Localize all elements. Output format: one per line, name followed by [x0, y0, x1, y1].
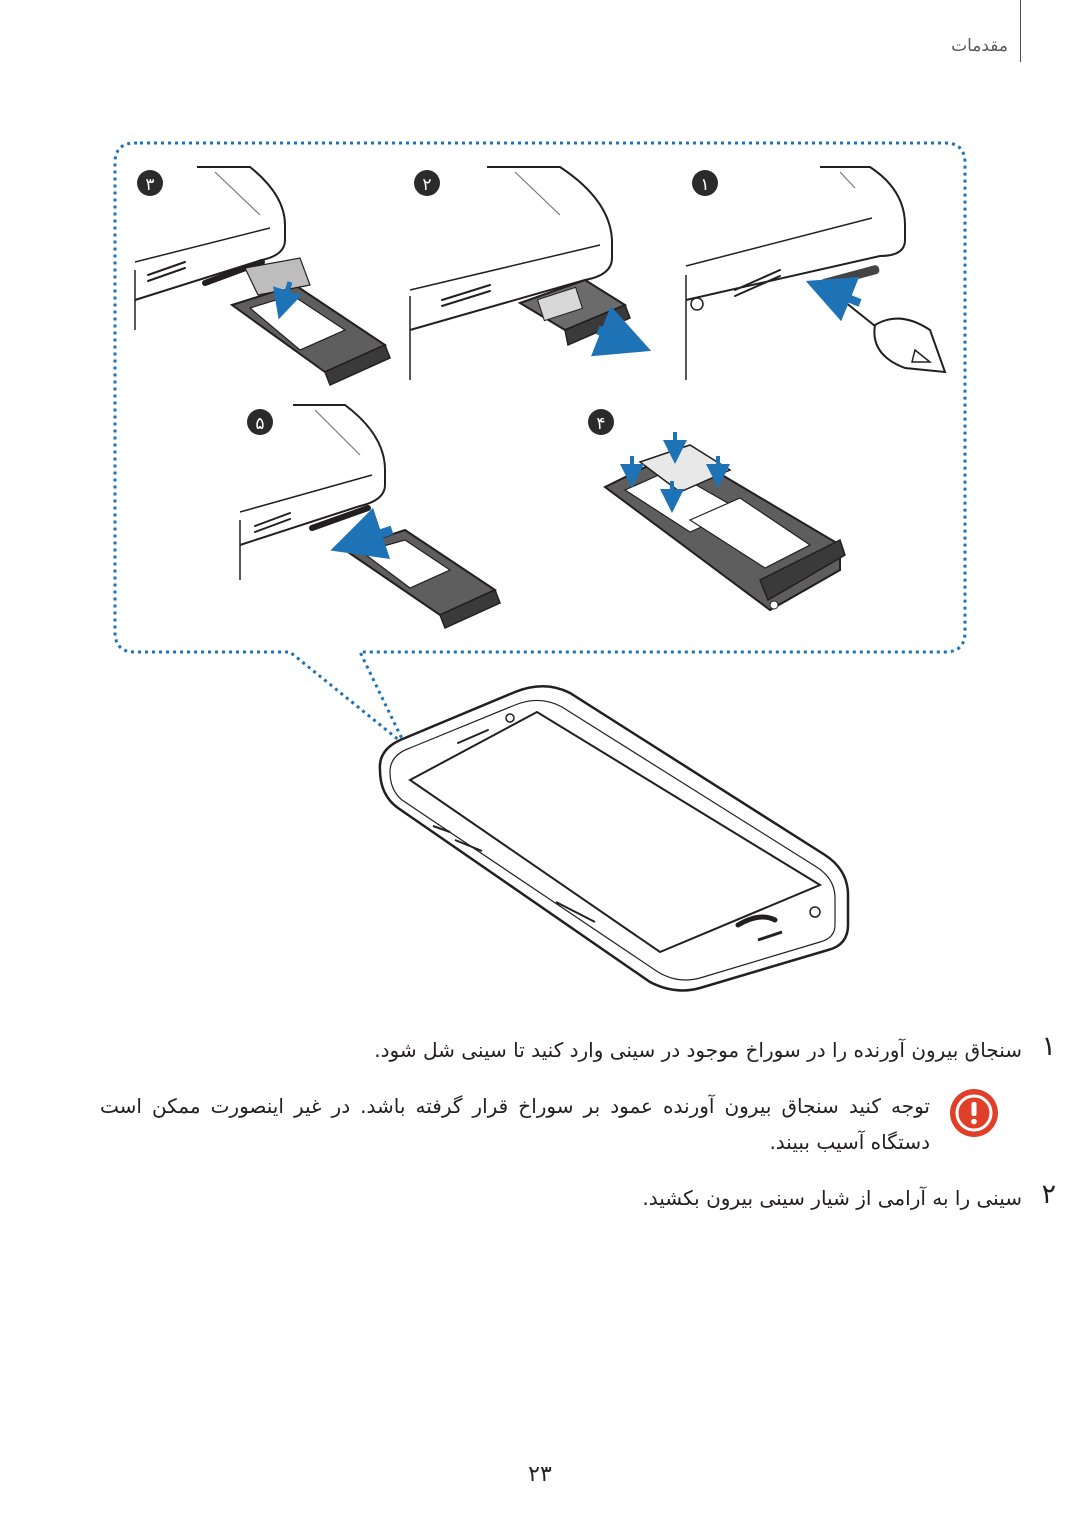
panel-5-insert-tray [239, 404, 501, 630]
header-divider [1020, 0, 1021, 62]
exclamation-circle-icon [950, 1089, 998, 1137]
step-badge-3: ۳ [137, 170, 163, 196]
step-badge-2: ۲ [414, 170, 440, 196]
phone-overview [378, 685, 850, 992]
step-number: ۱ [1041, 1031, 1056, 1062]
panel-1-pin-eject [685, 166, 947, 380]
svg-text:۲: ۲ [422, 175, 431, 195]
svg-text:۵: ۵ [255, 414, 264, 434]
step-1: ۱ سنجاق بیرون آورنده را در سوراخ موجود د… [162, 1032, 1056, 1065]
step-text: سینی را به آرامی از شیار سینی بیرون بکشی… [642, 1186, 1022, 1210]
panel-4-seat-sim [603, 432, 846, 612]
step-text: سنجاق بیرون آورنده را در سوراخ موجود در … [374, 1038, 1022, 1062]
panel-3-place-sim [134, 166, 391, 387]
page-number: ۲۳ [528, 1462, 552, 1487]
callout-bubble-outline [113, 141, 967, 747]
step-badge-5: ۵ [247, 409, 273, 435]
caution-text: توجه کنید سنجاق بیرون آورنده عمود بر سور… [100, 1094, 930, 1154]
step-badge-1: ۱ [692, 170, 718, 196]
svg-text:۴: ۴ [596, 414, 605, 434]
panel-2-pull-tray [409, 166, 652, 380]
step-2: ۲ سینی را به آرامی از شیار سینی بیرون بک… [162, 1180, 1056, 1213]
step-badge-4: ۴ [588, 409, 614, 435]
step-number: ۲ [1041, 1179, 1056, 1210]
section-title: مقدمات [951, 36, 1008, 56]
svg-text:۱: ۱ [700, 175, 709, 195]
svg-text:۳: ۳ [145, 175, 154, 195]
sim-tray-illustration: ۱ ۲ ۳ ۴ ۵ [113, 141, 967, 992]
